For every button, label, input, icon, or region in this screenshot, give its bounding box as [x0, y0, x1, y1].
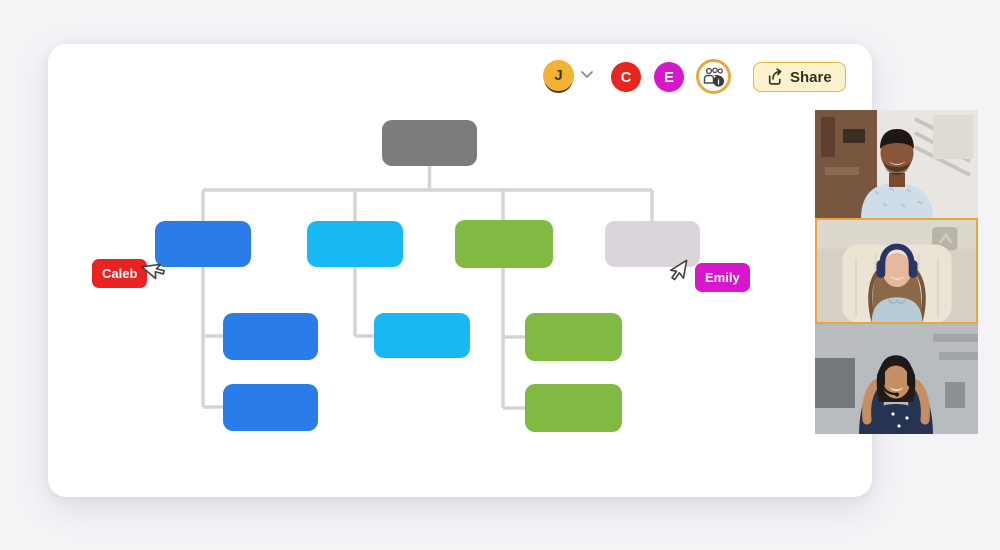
org-node-blue-child-2[interactable]	[223, 384, 318, 431]
video-scene-woman-headset-office	[815, 324, 978, 434]
video-scene-man-home	[815, 110, 978, 218]
org-node-blue-child-1[interactable]	[223, 313, 318, 360]
mouse-pointer-icon	[141, 263, 165, 280]
org-node-branch-green[interactable]	[455, 220, 553, 268]
org-node-cyan-child-1[interactable]	[374, 313, 470, 358]
share-icon	[768, 67, 782, 85]
mouse-pointer-icon	[669, 259, 688, 281]
chevron-down-icon[interactable]	[580, 70, 594, 79]
video-tile-participant-1[interactable]	[815, 110, 978, 218]
cursor-name-badge: Emily	[695, 263, 750, 292]
collaborator-avatar-e[interactable]: E	[654, 62, 684, 92]
org-node-green-child-1[interactable]	[525, 313, 622, 361]
people-group-info-icon: i	[703, 66, 724, 87]
org-node-branch-gray[interactable]	[605, 221, 700, 267]
org-node-branch-cyan[interactable]	[307, 221, 403, 267]
share-button[interactable]: Share	[753, 62, 846, 92]
org-node-green-child-2[interactable]	[525, 384, 622, 432]
share-button-label: Share	[790, 68, 832, 86]
current-user-avatar[interactable]: J	[543, 60, 574, 91]
collaborator-avatar-c[interactable]: C	[611, 62, 641, 92]
video-scene-woman-headphones	[817, 220, 976, 322]
collaborators-panel-button[interactable]: i	[696, 59, 731, 94]
org-node-branch-blue[interactable]	[155, 221, 251, 267]
video-tile-participant-3[interactable]	[815, 324, 978, 434]
org-node-root[interactable]	[382, 120, 477, 166]
video-tile-participant-2-active[interactable]	[815, 218, 978, 324]
cursor-name-badge: Caleb	[92, 259, 148, 288]
svg-text:i: i	[717, 76, 719, 86]
